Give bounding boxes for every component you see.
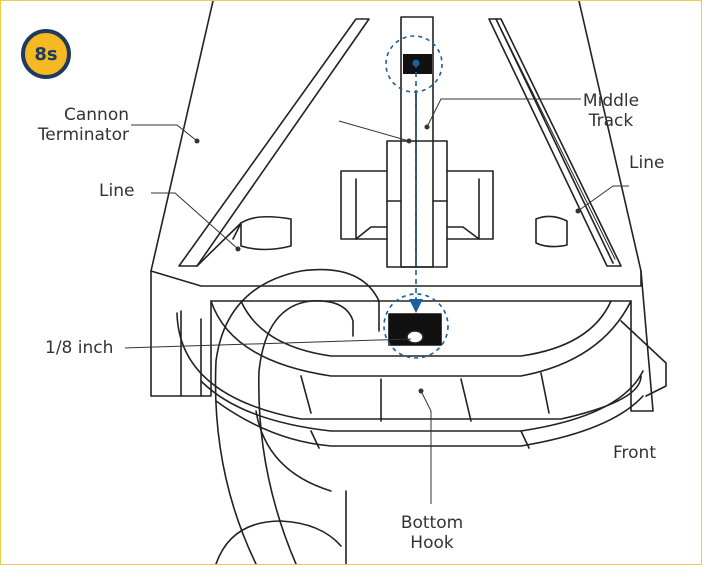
label-bottom-hook-line1: Bottom [400,513,464,533]
label-cannon-terminator-line1: Cannon [63,105,129,125]
label-bottom-hook: Bottom Hook [395,513,469,553]
leader-hook [420,390,432,504]
left-line-notch [240,215,292,251]
label-line-right: Line [629,153,665,173]
track-block [386,140,448,268]
base-curve-inner [240,300,612,357]
label-middle-track-line2: Track [588,111,634,131]
leader-line-right [577,185,629,212]
label-cannon-terminator: Cannon Terminator [35,105,129,145]
right-frame [488,18,622,267]
label-middle-track-line1: Middle [582,91,640,111]
label-middle-track: Middle Track [579,91,643,131]
label-one-eighth-inch: 1/8 inch [45,338,114,358]
bottom-detail-circle [383,293,449,359]
step-badge: 8s [21,29,71,79]
label-line-left: Line [99,181,135,201]
label-front: Front [613,443,656,463]
top-detail-circle [385,35,443,93]
label-bottom-hook-line2: Hook [410,533,454,553]
left-frame [178,18,370,267]
base-curve-outer [210,300,632,377]
terminator-top-ledge [150,270,642,287]
hook-inner [257,300,354,564]
hook-outer [214,268,380,564]
leader-cannon [131,124,198,142]
label-cannon-terminator-line2: Terminator [37,125,129,145]
leader-middle [426,98,581,128]
leader-line-left [151,192,239,250]
right-line-notch [535,215,568,248]
leader-eighth [124,338,412,349]
